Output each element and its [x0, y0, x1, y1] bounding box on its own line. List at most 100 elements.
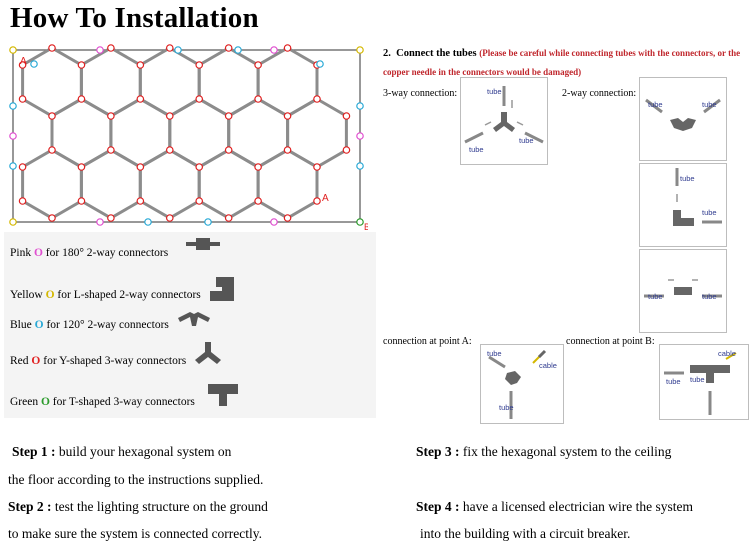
legend-color-name: Red [10, 355, 32, 367]
step-1-text: build your hexagonal system on [55, 444, 232, 459]
ceiling-frame [12, 49, 361, 223]
t-connector-icon [208, 384, 238, 411]
y-connector-marker [48, 146, 56, 154]
y-connector-marker [107, 214, 115, 222]
y-connector-marker [18, 61, 27, 69]
y-connector-marker [165, 44, 174, 52]
frame-connector-marker [356, 46, 364, 54]
y-connector-marker [18, 197, 27, 205]
tube-label: tube [487, 349, 502, 358]
y-connector-marker [48, 44, 56, 52]
tube-label: tube [519, 136, 534, 145]
point-a-label-bottom: A [322, 193, 329, 204]
frame-connector-marker [9, 162, 17, 170]
straight-connector-icon [186, 237, 220, 256]
l-connector-icon [210, 277, 238, 310]
y-connector-marker [77, 95, 86, 103]
y-connector-marker [107, 146, 115, 154]
legend-description: for T-shaped 3-way connectors [49, 396, 195, 408]
tube-label: tube [469, 145, 484, 154]
y-connector-marker [77, 61, 86, 69]
tube-label: tube [702, 208, 717, 217]
two-way-l-figure: tube tube [639, 163, 727, 247]
step-3-text: fix the hexagonal system to the ceiling [459, 444, 672, 459]
legend-panel [4, 232, 376, 418]
y-connector-marker [313, 197, 321, 205]
y-connector-marker [77, 197, 86, 205]
tube-label: tube [690, 375, 705, 384]
y-connector-marker [195, 197, 204, 205]
frame-connector-marker [316, 60, 324, 68]
y-connector-marker [77, 163, 86, 171]
y-connector-marker [18, 95, 27, 103]
y-connector-marker [313, 163, 321, 171]
step-4-text: have a licensed electrician wire the sys… [459, 499, 694, 514]
legend-color-name: Green [10, 396, 41, 408]
legend-item: Green O for T-shaped 3-way connectors [10, 396, 195, 408]
hexagon-cell [197, 148, 260, 220]
legend-color-name: Yellow [10, 289, 46, 301]
frame-connector-marker [174, 46, 182, 54]
frame-connector-marker [9, 132, 17, 140]
y-connector-marker [136, 61, 145, 69]
point-b-label: B [364, 222, 368, 232]
y-connector-marker [224, 112, 233, 120]
step-2-continued: to make sure the system is connected cor… [8, 526, 263, 541]
frame-connector-marker [9, 102, 17, 110]
legend-description: for 180° 2-way connectors [42, 247, 169, 259]
warning-line-1: (Please be careful while connecting tube… [479, 48, 741, 58]
frame-connector-marker [356, 218, 364, 226]
tube-label: tube [680, 174, 695, 183]
tube-label: tube [648, 100, 663, 109]
y-connector-marker [165, 214, 174, 222]
tube-label: tube [702, 292, 717, 301]
step-2-text: test the lighting structure on the groun… [51, 499, 268, 514]
section-number: 2. [383, 48, 391, 59]
y-connector-marker [107, 44, 115, 52]
step-2: Step 2 : test the lighting structure on … [8, 499, 268, 515]
y-connector-marker [254, 61, 262, 69]
tube-label: tube [487, 87, 502, 96]
angled-connector-icon [178, 310, 210, 333]
frame-connector-marker [96, 218, 104, 226]
y-connector-marker [136, 95, 145, 103]
y-connector-marker [283, 44, 292, 52]
step-1-heading: Step 1 : [12, 444, 56, 459]
legend-color-name: Blue [10, 319, 35, 331]
frame-connector-marker [30, 60, 38, 68]
frame-connector-marker [356, 102, 364, 110]
point-a-connection-figure: tube cable tube [480, 344, 564, 424]
legend-item: Pink O for 180° 2-way connectors [10, 247, 168, 259]
y-connector-marker [48, 112, 56, 120]
two-way-straight-figure: tube tube [639, 249, 727, 333]
y-connector-marker [136, 197, 145, 205]
step-3-heading: Step 3 : [416, 444, 460, 459]
step-2-heading: Step 2 : [8, 499, 52, 514]
tube-label: tube [648, 292, 663, 301]
step-4: Step 4 : have a licensed electrician wir… [416, 499, 693, 515]
frame-connector-marker [9, 218, 17, 226]
y-connector-marker [224, 214, 233, 222]
y-connector-marker [283, 112, 292, 120]
tube-label: tube [499, 403, 514, 412]
frame-connector-marker [96, 46, 104, 54]
legend-description: for Y-shaped 3-way connectors [40, 355, 187, 367]
two-way-label: 2-way connection: [562, 88, 637, 99]
frame-connector-marker [9, 46, 17, 54]
y-connector-marker [18, 163, 27, 171]
y-connector-marker [195, 61, 204, 69]
y-connector-marker [254, 197, 262, 205]
point-b-connection-figure: cable tube tube [659, 344, 749, 420]
cable-label: cable [718, 349, 736, 358]
y-connector-marker [254, 163, 262, 171]
step-3: Step 3 : fix the hexagonal system to the… [416, 444, 671, 460]
y-connector-marker [195, 95, 204, 103]
frame-connector-marker [270, 46, 278, 54]
legend-description: for L-shaped 2-way connectors [54, 289, 201, 301]
tube-label: tube [702, 100, 717, 109]
legend-ring-marker: O [34, 319, 44, 331]
legend-color-name: Pink [10, 247, 34, 259]
point-a-label-top: A [20, 56, 27, 67]
frame-connector-marker [234, 46, 242, 54]
three-way-connection-figure: tube tube tube [460, 77, 548, 165]
